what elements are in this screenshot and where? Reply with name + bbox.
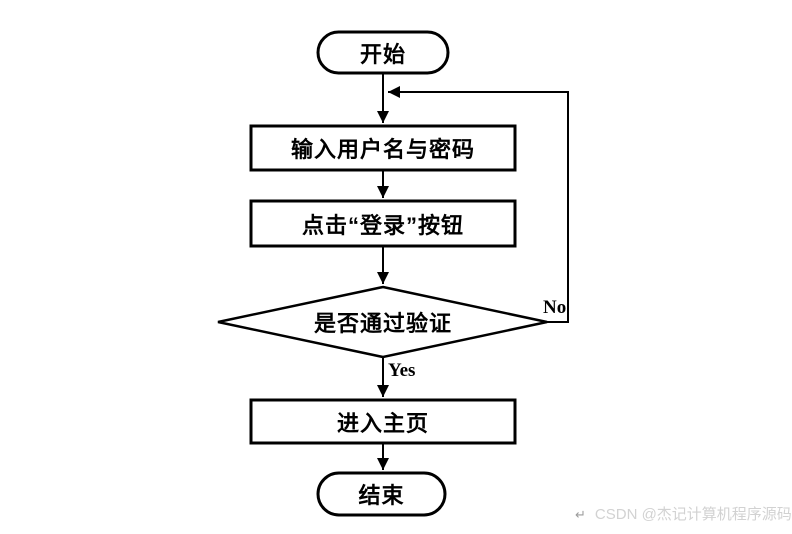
verify-decision-shape bbox=[217, 285, 548, 359]
watermark-text: CSDN @杰记计算机程序源码 bbox=[594, 506, 792, 523]
edge-no-feedback-loop bbox=[388, 86, 569, 323]
return-mark-icon: ↵ bbox=[575, 507, 586, 522]
enter-home-process-shape bbox=[249, 398, 517, 445]
end-terminator-shape bbox=[316, 471, 447, 517]
csdn-watermark: ↵ CSDN @杰记计算机程序源码 bbox=[575, 507, 792, 522]
click-login-process-shape bbox=[249, 199, 517, 248]
input-credentials-process-shape bbox=[249, 124, 517, 172]
yes-branch-label: Yes bbox=[388, 360, 416, 381]
start-terminator-shape bbox=[316, 30, 450, 75]
no-branch-label: No bbox=[543, 297, 567, 318]
